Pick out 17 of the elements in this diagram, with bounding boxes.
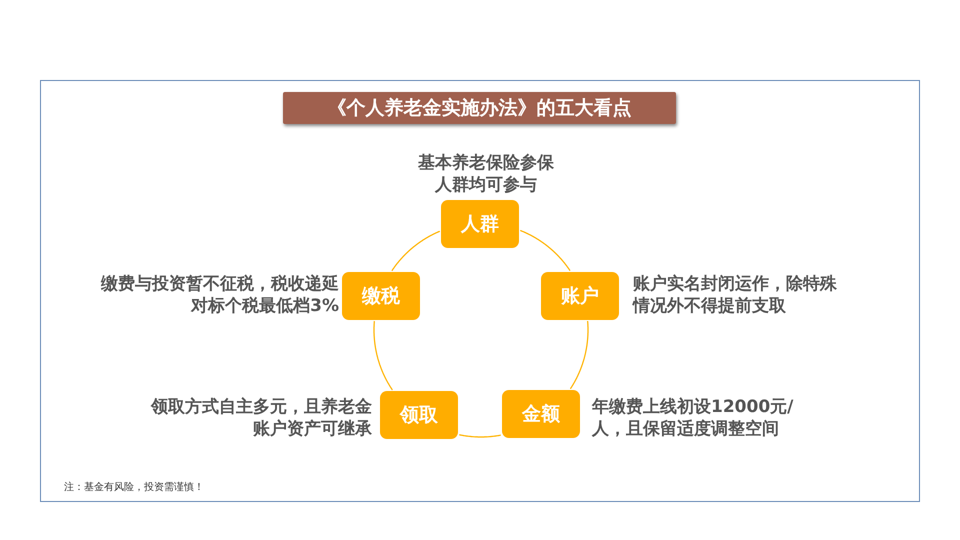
connector-arc [391,230,440,272]
topic-box: 领取 [380,391,458,439]
description-text: 年缴费上线初设12000元/人，且保留适度调整空间 [592,396,794,440]
connector-arc [570,320,589,390]
disclaimer-note: 注：基金有风险，投资需谨慎！ [64,480,204,494]
connector-arc [373,320,393,390]
title-banner: 《个人养老金实施办法》的五大看点 [283,92,676,124]
description-text: 领取方式自主多元，且养老金账户资产可继承 [150,396,372,440]
connector-arc [458,434,501,438]
topic-box: 金额 [502,390,580,438]
description-text: 缴费与投资暂不征税，税收递延对标个税最低档3% [100,273,339,317]
topic-box: 缴税 [342,272,420,320]
connector-arc [520,230,571,272]
description-text: 账户实名封闭运作，除特殊情况外不得提前支取 [633,273,838,317]
topic-box: 账户 [541,272,619,320]
topic-box: 人群 [441,200,519,248]
description-text: 基本养老保险参保人群均可参与 [417,152,555,196]
